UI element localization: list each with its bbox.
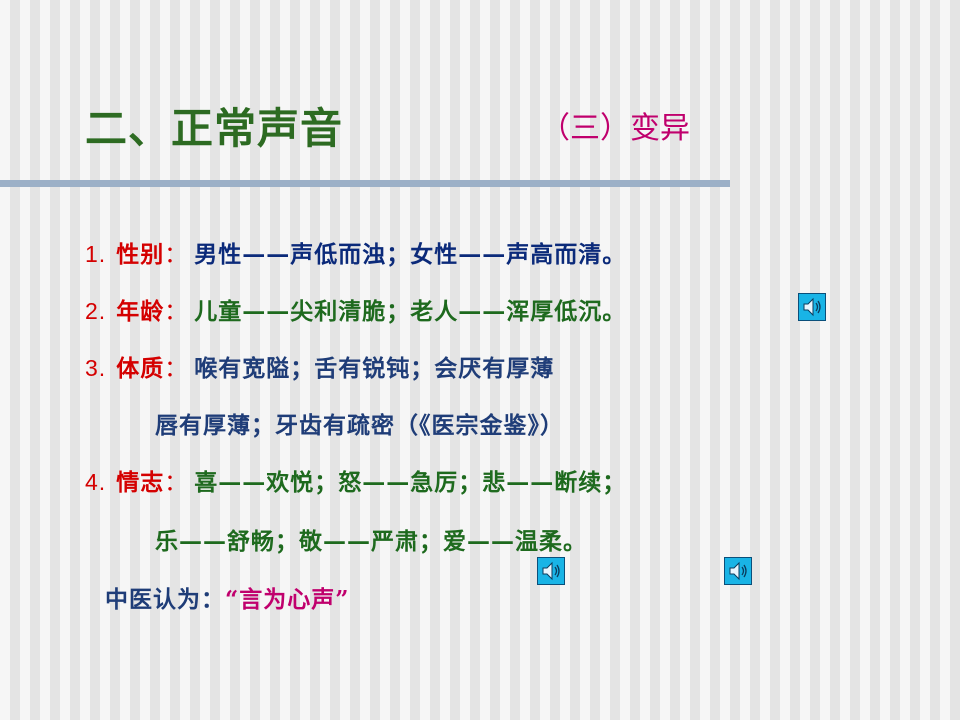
conclusion: 中医认为：“言为心声”	[105, 580, 349, 614]
slide-title: 二、正常声音	[85, 105, 344, 152]
item-text: 男性——声低而浊；女性——声高而清。	[194, 241, 627, 268]
item-label: 年龄	[116, 298, 165, 325]
item-constitution: 3. 体质：喉有宽隘；舌有锐钝；会厌有厚薄	[85, 349, 554, 383]
close-quote: ”	[335, 586, 350, 613]
item-number: 3.	[85, 355, 107, 381]
speaker-icon[interactable]	[724, 557, 752, 585]
item-colon: ：	[164, 356, 189, 382]
item-text: 喜——欢悦；怒——急厉；悲——断续；	[194, 469, 627, 496]
item-colon: ：	[164, 299, 189, 325]
item-number: 1.	[85, 241, 107, 267]
item-gender: 1. 性别：男性——声低而浊；女性——声高而清。	[85, 235, 626, 269]
title-divider	[0, 180, 730, 187]
speaker-icon[interactable]	[537, 557, 565, 585]
item-text: 儿童——尖利清脆；老人——浑厚低沉。	[194, 298, 627, 325]
item-label: 情志	[116, 469, 165, 496]
conclusion-quote: 言为心声	[239, 586, 336, 613]
item-emotion-continuation: 乐——舒畅；敬——严肃；爱——温柔。	[155, 528, 587, 555]
item-emotion: 4. 情志：喜——欢悦；怒——急厉；悲——断续；	[85, 463, 626, 497]
item-colon: ：	[164, 470, 189, 496]
item-number: 4.	[85, 469, 107, 495]
speaker-icon[interactable]	[798, 293, 826, 321]
slide-subtitle: （三）变异	[540, 112, 690, 145]
item-constitution-continuation: 唇有厚薄；牙齿有疏密（《医宗金鉴》）	[155, 412, 564, 439]
open-quote: “	[225, 586, 240, 613]
item-text: 喉有宽隘；舌有锐钝；会厌有厚薄	[194, 355, 555, 382]
item-age: 2. 年龄：儿童——尖利清脆；老人——浑厚低沉。	[85, 292, 626, 326]
item-number: 2.	[85, 298, 107, 324]
item-colon: ：	[164, 242, 189, 268]
item-label: 性别	[116, 241, 165, 268]
conclusion-prefix: 中医认为：	[105, 586, 225, 613]
item-label: 体质	[116, 355, 165, 382]
